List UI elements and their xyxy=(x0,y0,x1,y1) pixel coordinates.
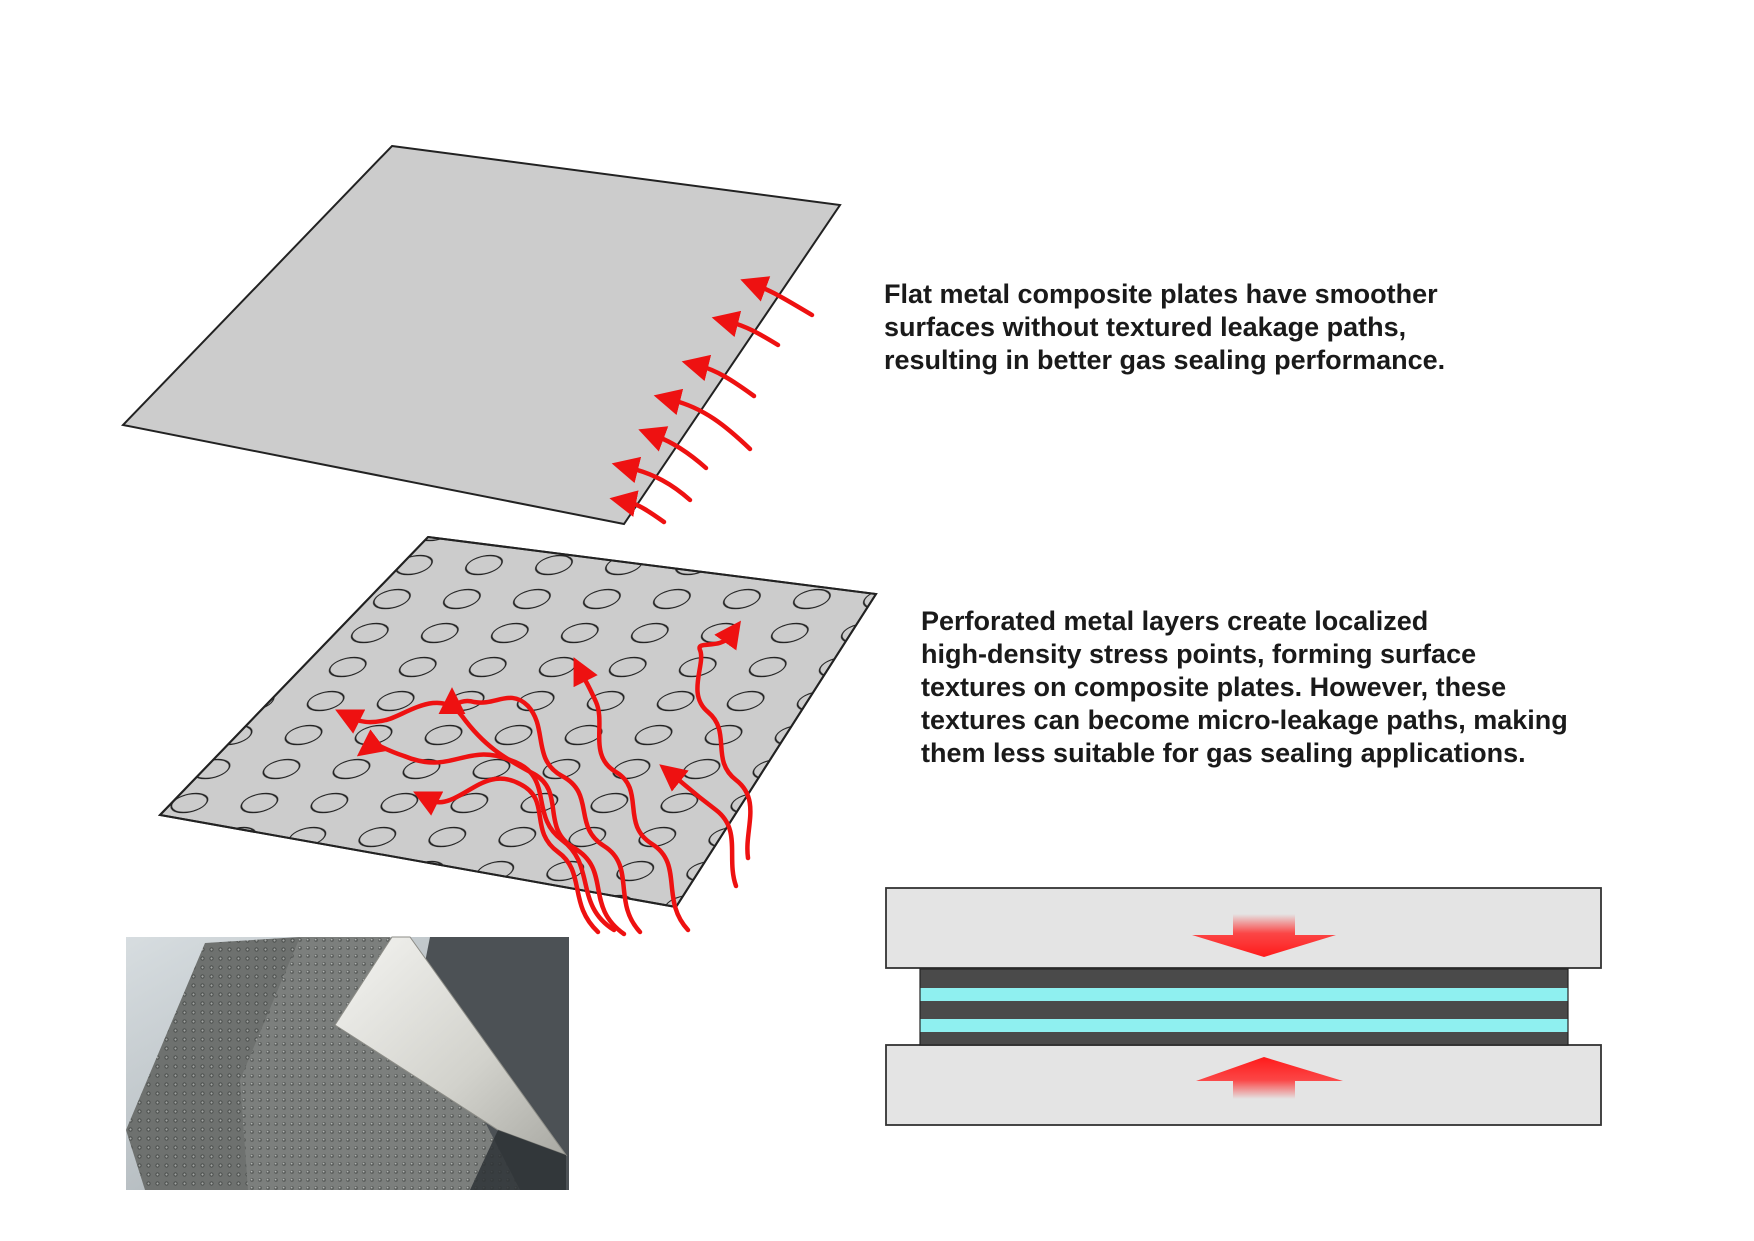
caption-line: them less suitable for gas sealing appli… xyxy=(921,738,1526,768)
leak-arrow xyxy=(711,310,781,348)
leak-arrow xyxy=(611,456,693,503)
press-arrow-down-icon xyxy=(1192,914,1336,957)
photo-foil-shadow xyxy=(470,1130,566,1190)
leak-arrow xyxy=(609,490,667,525)
gasket-metal-layer xyxy=(920,1019,1568,1032)
leak-arrow xyxy=(653,388,753,452)
gasket-graphite-layer xyxy=(920,1032,1568,1045)
press-arrow-up-icon xyxy=(1196,1057,1343,1099)
leak-arrow xyxy=(740,276,815,318)
leak-arrow xyxy=(681,354,757,399)
caption-line: Flat metal composite plates have smoothe… xyxy=(884,279,1438,309)
leak-arrow xyxy=(659,764,739,889)
gasket-graphite-layer xyxy=(920,1001,1568,1019)
flat-plate-illustration xyxy=(121,144,842,526)
perforation-holes xyxy=(160,537,876,907)
caption-line: textures can become micro-leakage paths,… xyxy=(921,705,1568,735)
caption-line: Perforated metal layers create localized xyxy=(921,606,1429,636)
caption-line: resulting in better gas sealing performa… xyxy=(884,345,1446,375)
gasket-graphite-layer xyxy=(920,969,1568,988)
gasket-metal-layer xyxy=(920,988,1568,1001)
caption-line: textures on composite plates. However, t… xyxy=(921,672,1507,702)
gasket-sheet-photo xyxy=(126,936,569,1190)
photo-foil-layer xyxy=(334,936,568,1157)
flat-plate-caption: Flat metal composite plates have smoothe… xyxy=(884,278,1445,377)
leak-arrow xyxy=(573,657,691,933)
compression-cross-section xyxy=(885,887,1602,1126)
gasket-outline xyxy=(919,968,1569,1046)
flat-plate xyxy=(121,144,842,526)
photo-sheet-middle xyxy=(240,937,520,1190)
leak-arrow xyxy=(438,687,643,935)
perforated-plate-caption: Perforated metal layers create localized… xyxy=(921,605,1568,770)
perforated-plate-illustration xyxy=(157,535,878,909)
leak-arrow xyxy=(638,426,709,471)
leak-arrow xyxy=(335,700,627,937)
leak-arrow xyxy=(413,776,601,935)
caption-line: high-density stress points, forming surf… xyxy=(921,639,1477,669)
flat-plate-leak-arrows xyxy=(609,276,815,525)
leak-arrow xyxy=(695,620,753,861)
caption-line: surfaces without textured leakage paths, xyxy=(884,312,1407,342)
perforated-plate-leak-arrows xyxy=(335,620,753,937)
